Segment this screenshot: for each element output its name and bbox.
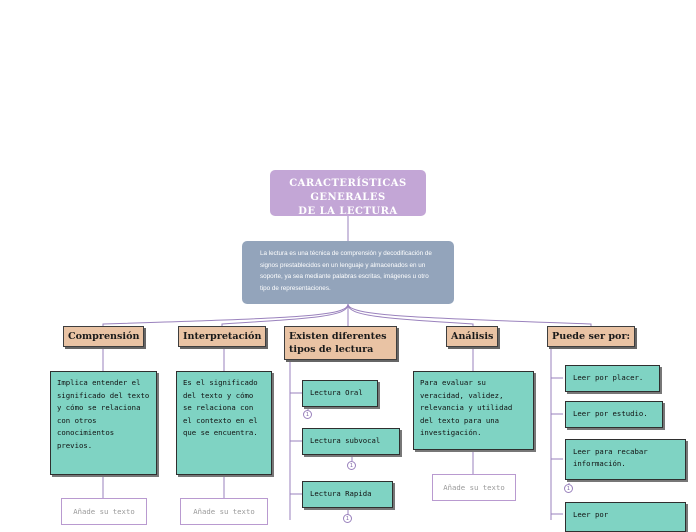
branch-analisis[interactable]: Análisis: [446, 326, 499, 347]
connector-lines: [102, 216, 592, 520]
definition-box[interactable]: La lectura es una técnica de comprensión…: [242, 241, 454, 304]
item-leer-por-placer-label: Leer por placer.: [573, 373, 644, 382]
add-text-comprension[interactable]: Añade su texto: [61, 498, 147, 525]
branch-interpretacion-label: Interpretación: [183, 331, 262, 342]
item-leer-para-recabar-label: Leer para recabar información.: [573, 447, 648, 468]
collapse-badge-rapida-count: 1: [345, 516, 350, 522]
branch-tipos-lectura[interactable]: Existen diferentes tipos de lectura: [284, 326, 397, 360]
note-comprension-text: Implica entender el significado del text…: [57, 378, 150, 450]
branch-puede-ser-por[interactable]: Puede ser por:: [547, 326, 636, 347]
item-leer-por-estudio-label: Leer por estudio.: [573, 409, 648, 418]
collapse-badge-rapida[interactable]: 1: [343, 514, 352, 523]
item-lectura-subvocal[interactable]: Lectura subvocal: [302, 428, 400, 455]
root-title-line1: CARACTERÍSTICAS GENERALES: [289, 178, 407, 203]
branch-analisis-label: Análisis: [451, 331, 494, 342]
branch-tipos-lectura-label: Existen diferentes tipos de lectura: [289, 331, 387, 355]
item-leer-por-label: Leer por: [573, 510, 609, 519]
item-lectura-subvocal-label: Lectura subvocal: [310, 436, 381, 445]
branch-puede-ser-por-label: Puede ser por:: [552, 331, 631, 342]
item-leer-por-estudio[interactable]: Leer por estudio.: [565, 401, 663, 428]
item-leer-por[interactable]: Leer por: [565, 502, 686, 532]
branch-interpretacion[interactable]: Interpretación: [178, 326, 267, 347]
note-analisis-text: Para evaluar su veracidad, validez, rele…: [420, 378, 513, 438]
item-lectura-rapida[interactable]: Lectura Rapida: [302, 481, 393, 508]
item-lectura-oral[interactable]: Lectura Oral: [302, 380, 378, 407]
note-interpretacion[interactable]: Es el significado del texto y cómo se re…: [176, 371, 272, 475]
collapse-badge-oral-count: 1: [305, 412, 310, 418]
add-text-analisis-label: Añade su texto: [443, 483, 505, 492]
root-topic[interactable]: CARACTERÍSTICAS GENERALES DE LA LECTURA: [270, 170, 426, 217]
note-interpretacion-text: Es el significado del texto y cómo se re…: [183, 378, 258, 438]
item-lectura-rapida-label: Lectura Rapida: [310, 489, 372, 498]
collapse-badge-subvocal[interactable]: 1: [347, 461, 356, 470]
branch-comprension[interactable]: Comprensión: [63, 326, 145, 347]
note-analisis[interactable]: Para evaluar su veracidad, validez, rele…: [413, 371, 534, 450]
collapse-badge-subvocal-count: 1: [349, 463, 354, 469]
item-lectura-oral-label: Lectura Oral: [310, 388, 363, 397]
note-comprension[interactable]: Implica entender el significado del text…: [50, 371, 157, 475]
root-title-line2: DE LA LECTURA: [298, 206, 398, 217]
collapse-badge-oral[interactable]: 1: [303, 410, 312, 419]
collapse-badge-recabar-count: 1: [566, 486, 571, 492]
add-text-comprension-label: Añade su texto: [73, 507, 135, 516]
branch-comprension-label: Comprensión: [68, 331, 140, 342]
add-text-interpretacion-label: Añade su texto: [193, 507, 255, 516]
item-leer-para-recabar[interactable]: Leer para recabar información.: [565, 439, 686, 480]
add-text-interpretacion[interactable]: Añade su texto: [180, 498, 268, 525]
add-text-analisis[interactable]: Añade su texto: [432, 474, 516, 501]
item-leer-por-placer[interactable]: Leer por placer.: [565, 365, 660, 392]
definition-text: La lectura es una técnica de comprensión…: [260, 250, 432, 292]
collapse-badge-recabar[interactable]: 1: [564, 484, 573, 493]
